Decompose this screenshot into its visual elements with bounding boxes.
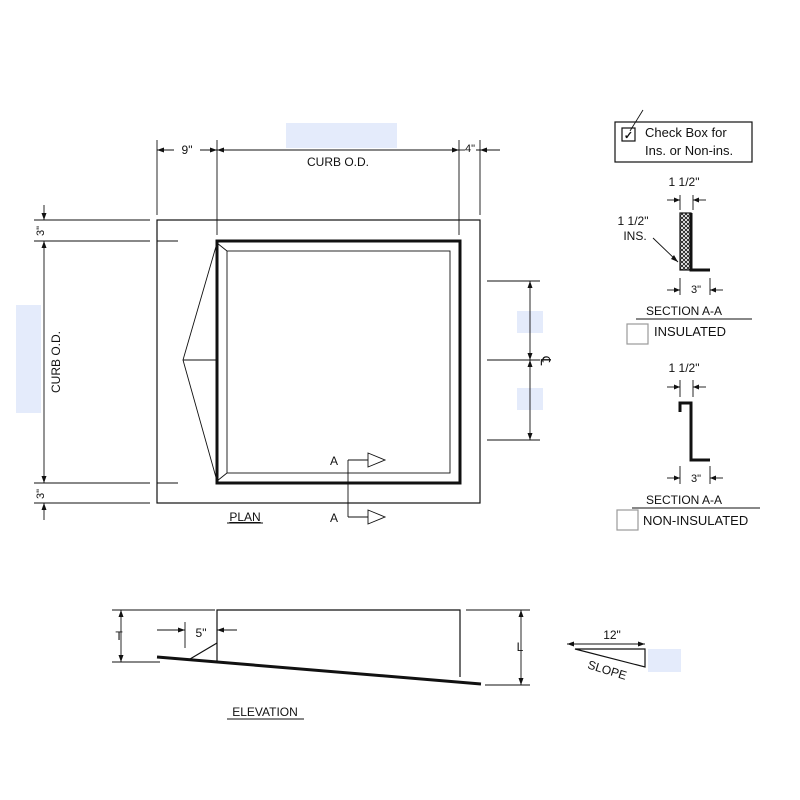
plan-dim-curb-od-top: CURB O.D. <box>307 155 369 169</box>
non-ins-dim-bottom: 3" <box>691 473 701 485</box>
centerline-symbol: ℄ <box>538 356 554 366</box>
slope-triangle <box>574 648 646 668</box>
plan-dim-bottom-left: 3" <box>35 489 47 499</box>
elevation-view: T 5" L ELEVATION <box>112 609 530 720</box>
section-mark-top: A <box>330 454 338 468</box>
elev-dim-l: L <box>517 640 524 654</box>
elevation-roof-slope <box>156 655 482 686</box>
section-non-insulated: 1 1/2" 3" SECTION A-A NON-INSULATED <box>616 361 760 531</box>
ins-option-label: INSULATED <box>654 324 726 339</box>
ins-callout-1: 1 1/2" <box>618 214 649 228</box>
elevation-curb-outline <box>216 609 461 677</box>
non-ins-option-label: NON-INSULATED <box>643 513 748 528</box>
plan-dim-right: 4" <box>465 143 475 155</box>
elevation-label: ELEVATION <box>232 705 298 719</box>
plan-dim-left: 9" <box>182 143 193 157</box>
legend-checkbox <box>621 127 636 142</box>
elev-dim-5: 5" <box>196 626 207 640</box>
curb-inner-opening <box>226 250 451 474</box>
legend-line-2: Ins. or Non-ins. <box>645 143 733 158</box>
section-arrow-bottom <box>367 509 387 525</box>
cricket-lines <box>182 242 218 482</box>
curb-outer-outline <box>156 219 481 504</box>
check-box-legend: ✓ Check Box for Ins. or Non-ins. <box>614 109 753 163</box>
curb-inner-thick-frame <box>215 239 462 485</box>
insulation-hatch <box>679 212 692 271</box>
slope-dim-12: 12" <box>603 628 621 642</box>
slope-field[interactable] <box>648 649 681 672</box>
slope-indicator: 12" SLOPE <box>567 628 646 683</box>
ins-callout-2: INS. <box>623 229 646 243</box>
plan-dim-curb-od-left: CURB O.D. <box>49 331 63 393</box>
ins-dim-top: 1 1/2" <box>669 175 700 189</box>
ins-section-title: SECTION A-A <box>646 304 722 318</box>
plan-label: PLAN <box>229 510 260 524</box>
plan-view: 9" CURB O.D. 4" 3" CURB O.D. 3" ℄ A A PL… <box>34 140 554 525</box>
curb-od-width-field[interactable] <box>286 123 397 148</box>
non-insulated-checkbox[interactable] <box>616 509 639 531</box>
non-ins-curb-profile <box>678 401 710 462</box>
legend-line-1: Check Box for <box>645 125 727 140</box>
insulated-checkbox[interactable] <box>626 323 649 345</box>
elev-dim-t: T <box>115 629 123 643</box>
plan-dim-top-left: 3" <box>35 226 47 236</box>
non-ins-section-title: SECTION A-A <box>646 493 722 507</box>
legend-check-glyph: ✓ <box>624 130 633 142</box>
section-insulated: 1 1/2" 1 1/2" INS. 3" SECTION A-A INSULA… <box>618 175 752 345</box>
section-mark-bottom: A <box>330 511 338 525</box>
non-ins-dim-top: 1 1/2" <box>669 361 700 375</box>
section-arrow-top <box>367 452 387 468</box>
curb-od-length-field[interactable] <box>16 305 41 413</box>
ins-dim-bottom: 3" <box>691 284 701 296</box>
